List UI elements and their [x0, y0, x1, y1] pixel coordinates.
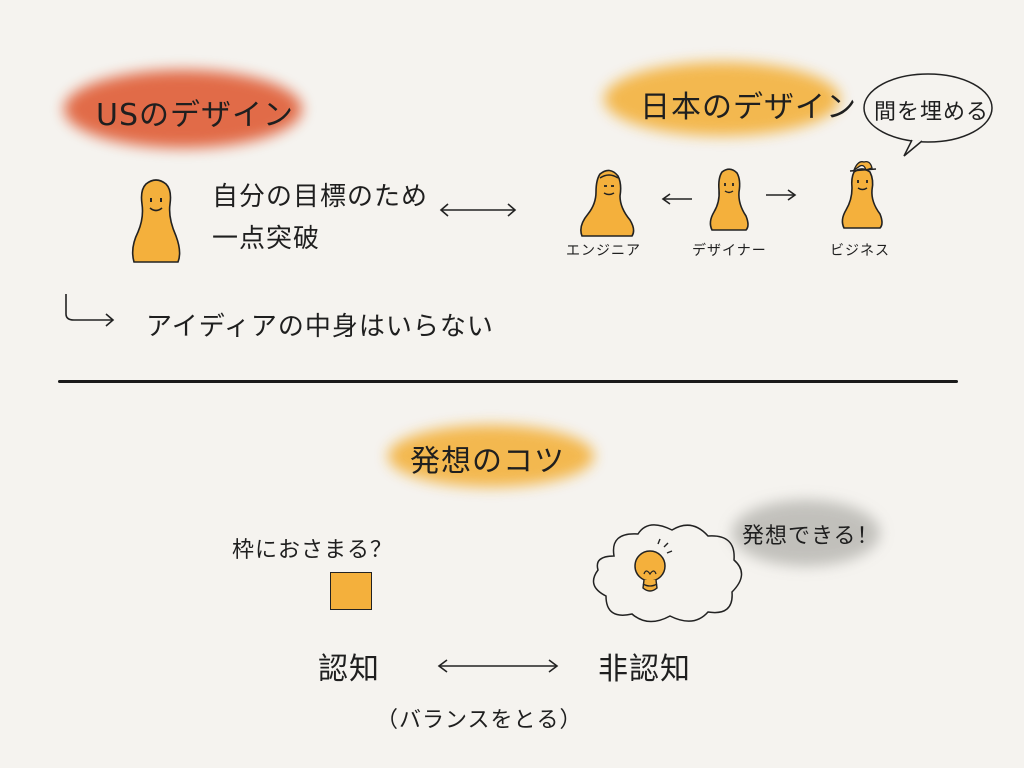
compare-arrow-top [439, 203, 517, 217]
cognition-label: 認知 [318, 652, 380, 687]
role-designer-label: デザイナー [692, 243, 767, 259]
thought-cloud [592, 524, 743, 623]
idea-content-note: アイディアの中身はいらない [146, 312, 494, 342]
us-goal-line1: 自分の目標のため [212, 182, 429, 212]
section-divider [58, 380, 958, 383]
bent-arrow [65, 294, 115, 327]
arrow-to-engineer [661, 193, 692, 205]
lightbulb-icon [634, 538, 673, 592]
arrow-to-business [766, 189, 797, 201]
role-engineer-label: エンジニア [566, 243, 641, 259]
us-design-title: USのデザイン [96, 98, 295, 133]
japan-design-title: 日本のデザイン [640, 90, 857, 125]
orange-square [330, 572, 372, 610]
designer-figure [709, 168, 749, 231]
section-title-highlight [388, 425, 594, 487]
section-title: 発想のコツ [410, 444, 565, 479]
us-title-highlight [64, 70, 302, 148]
speech-bubble-shape [863, 73, 993, 157]
business-figure [841, 160, 883, 229]
engineer-figure [580, 169, 635, 237]
box-question-label: 枠におさまる？ [232, 538, 394, 563]
us-person-figure [131, 179, 181, 263]
thought-label: 発想できる！ [742, 524, 880, 549]
role-business-label: ビジネス [830, 243, 890, 259]
balance-note: （バランスをとる） [376, 708, 583, 733]
balance-arrow [437, 659, 559, 673]
us-goal-line2: 一点突破 [212, 224, 321, 254]
thought-label-highlight [732, 500, 880, 566]
speech-bubble-text: 間を埋める [874, 100, 990, 125]
japan-title-highlight [604, 62, 840, 136]
noncognition-label: 非認知 [598, 652, 691, 687]
